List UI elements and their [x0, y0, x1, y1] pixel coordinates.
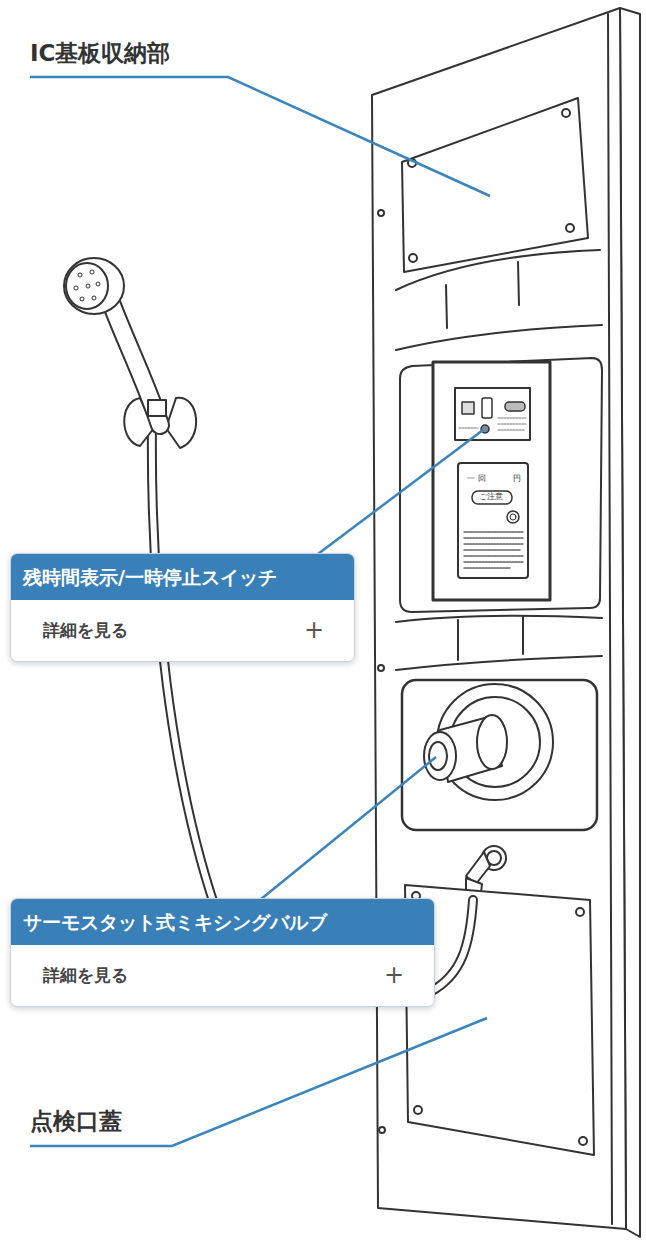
screw — [409, 254, 417, 262]
card-link: 詳細を見る — [11, 600, 354, 661]
leader-line — [255, 757, 436, 904]
fine-print — [464, 543, 523, 545]
screw — [378, 210, 384, 216]
panel-ridge — [396, 325, 602, 350]
price-text: 一回 — [467, 474, 489, 484]
notice-badge — [472, 491, 512, 504]
key-lock — [507, 511, 519, 523]
card-heading: サーモスタット式ミキシングバルブ — [11, 899, 434, 945]
nozzles — [74, 270, 100, 301]
part-name: IC基板収納部 — [30, 40, 170, 68]
nozzle — [92, 296, 96, 300]
card-link: 詳細を見る — [11, 945, 434, 1006]
valve-ring — [477, 715, 507, 769]
nozzle — [78, 273, 82, 277]
nozzle — [90, 270, 94, 274]
screw — [414, 1106, 422, 1114]
switch-recess — [400, 358, 602, 612]
callout-card: サーモスタット式ミキシングバルブ詳細を見る+ — [10, 898, 435, 1007]
screw — [378, 665, 384, 671]
price-text: 円 — [513, 474, 521, 484]
leader-line — [310, 430, 483, 560]
panel-edge — [608, 14, 612, 1224]
head — [64, 258, 124, 314]
screw — [576, 908, 584, 916]
shower-panel — [372, 8, 640, 1237]
fine-print — [498, 430, 524, 431]
panel-ridge — [396, 656, 602, 670]
coin-plate — [433, 362, 550, 600]
screw — [579, 1137, 587, 1145]
screw — [379, 1127, 385, 1133]
fine-print — [464, 549, 520, 551]
leader-line — [30, 77, 490, 196]
panel-groove — [522, 616, 524, 654]
panel-groove — [457, 620, 459, 660]
coin-slot — [482, 398, 492, 418]
nozzle — [80, 297, 84, 301]
nozzle — [96, 282, 100, 286]
panel-ridge — [396, 616, 602, 622]
valve-recess — [402, 680, 597, 830]
fine-print — [498, 424, 526, 425]
card-heading: 残時間表示/一時停止スイッチ — [11, 554, 354, 600]
fine-print — [459, 428, 478, 429]
expand-icon: + — [304, 618, 324, 642]
key-lock — [510, 514, 516, 520]
valve-escutcheon — [437, 684, 553, 800]
hose — [430, 900, 473, 992]
fine-print — [464, 531, 523, 533]
expand-icon: + — [384, 963, 404, 987]
indicator — [505, 402, 525, 411]
fine-print — [464, 561, 523, 563]
shower-head — [64, 258, 196, 448]
display-window — [462, 402, 474, 414]
holder-collar — [148, 400, 166, 416]
holder-wing — [166, 398, 196, 448]
fine-print — [498, 418, 526, 419]
thermostat-knob — [429, 742, 447, 770]
nozzle — [74, 286, 78, 290]
notice-sticker — [458, 463, 528, 578]
nozzle — [86, 284, 90, 288]
callout-card: 残時間表示/一時停止スイッチ詳細を見る+ — [10, 553, 355, 662]
head-face — [66, 263, 108, 309]
thermostat-knob — [424, 732, 456, 780]
leader-line — [30, 1018, 487, 1146]
fine-print — [464, 532, 523, 568]
hose — [430, 900, 473, 992]
panel-ridge — [396, 250, 600, 290]
control-panel — [455, 388, 530, 440]
part-name: 点検口蓋 — [30, 1108, 122, 1136]
panel-front — [372, 8, 626, 1229]
fine-print — [464, 567, 510, 569]
screw — [566, 224, 574, 232]
notice-text: ご注意 — [479, 492, 503, 502]
ic-board-cover — [402, 98, 588, 272]
panel-groove — [518, 262, 519, 305]
screw — [562, 109, 570, 117]
hose — [152, 425, 216, 910]
panel-groove — [446, 285, 447, 328]
fine-print — [464, 555, 523, 557]
hose — [152, 425, 216, 910]
fine-print — [464, 537, 523, 539]
